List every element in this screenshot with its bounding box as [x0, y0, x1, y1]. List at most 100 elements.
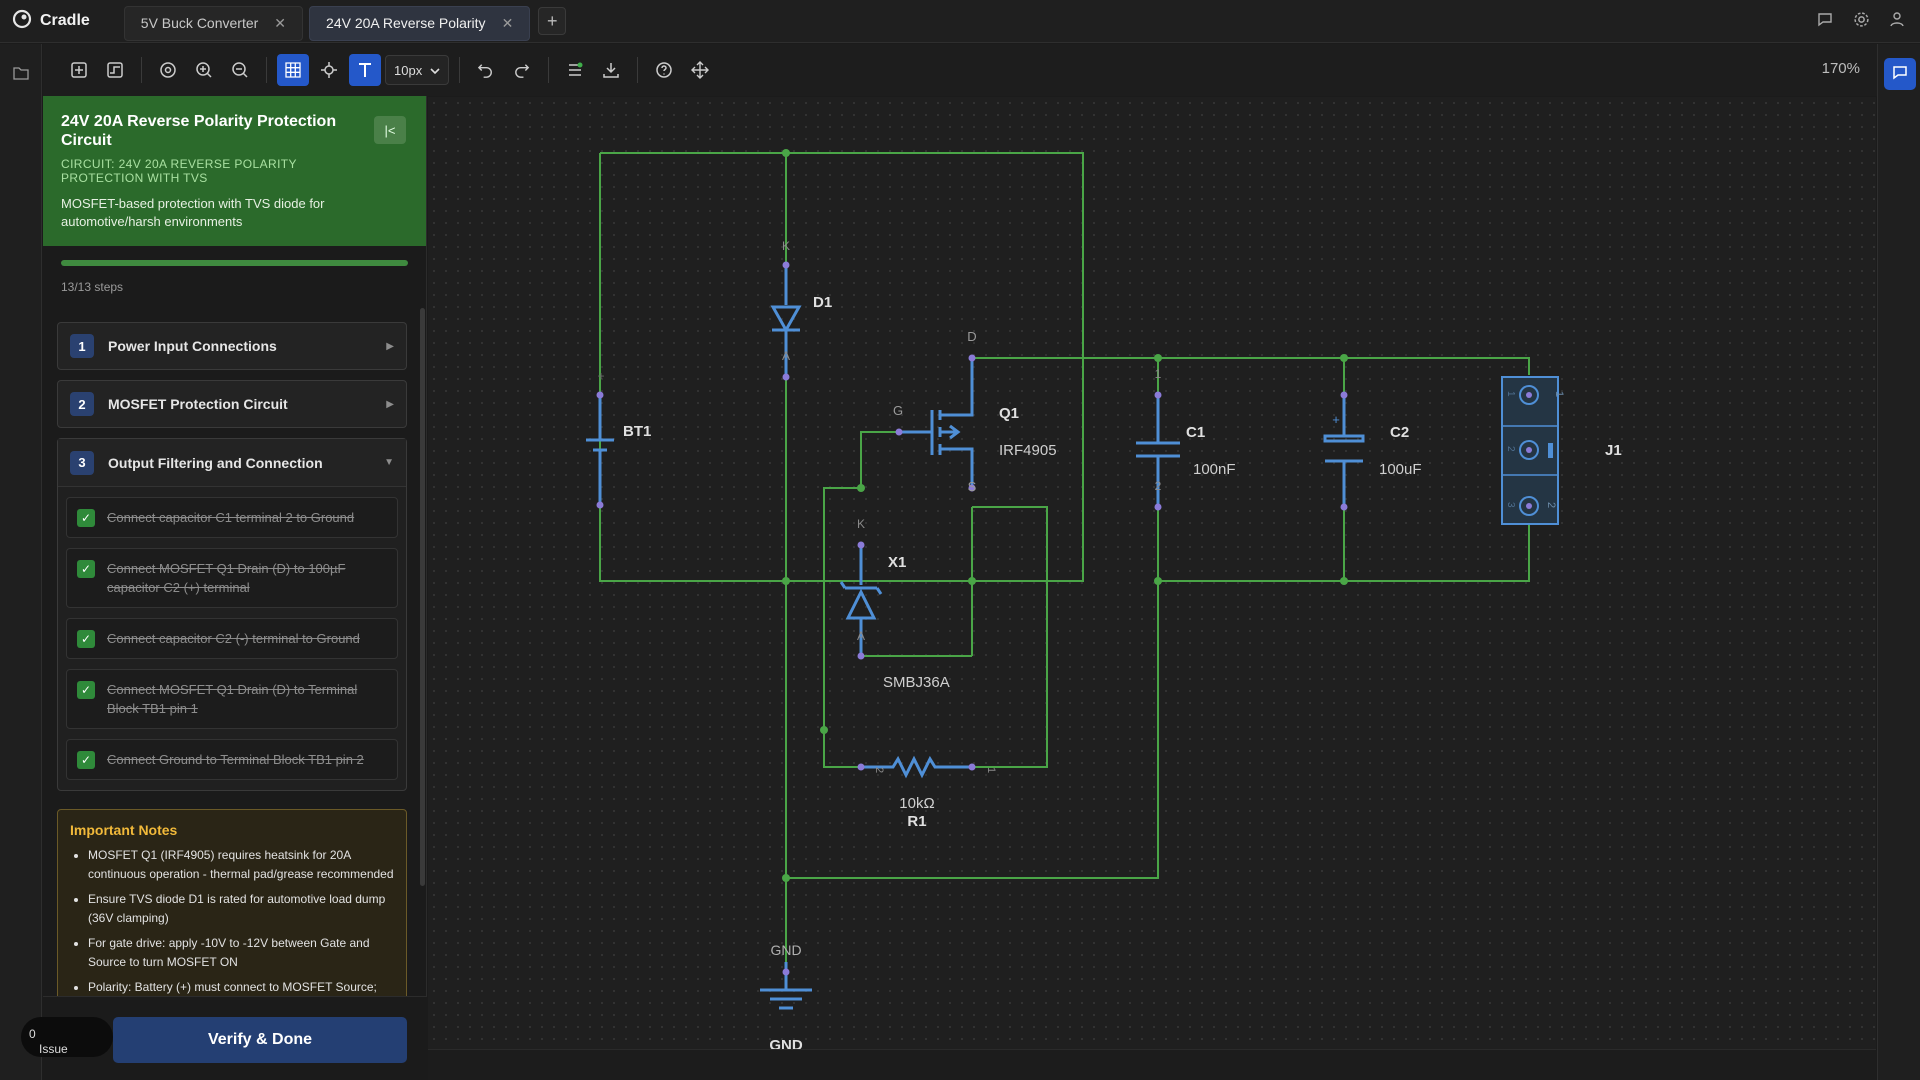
issue-count: 0	[29, 1027, 36, 1041]
wire[interactable]	[972, 506, 1048, 768]
pan-icon[interactable]	[684, 54, 716, 86]
horizontal-scrollbar[interactable]	[428, 1049, 1876, 1080]
chevron-down-icon	[430, 63, 440, 78]
wire[interactable]	[599, 153, 786, 582]
checkbox-checked-icon[interactable]: ✓	[77, 630, 95, 648]
pin-label: K	[782, 239, 790, 253]
capacitor-c1[interactable]	[1136, 397, 1180, 505]
checkbox-checked-icon[interactable]: ✓	[77, 560, 95, 578]
note-item: MOSFET Q1 (IRF4905) requires heatsink fo…	[88, 846, 394, 884]
junction	[782, 577, 790, 585]
app-brand[interactable]: Cradle	[0, 0, 104, 43]
pin-label: 2	[1545, 502, 1557, 508]
pin-label: 2	[873, 767, 885, 773]
task-item[interactable]: ✓Connect MOSFET Q1 Drain (D) to Terminal…	[66, 669, 398, 729]
snap-icon[interactable]	[313, 54, 345, 86]
wire[interactable]	[823, 487, 861, 768]
text-icon[interactable]	[349, 54, 381, 86]
wire[interactable]	[600, 152, 1084, 582]
chat-button[interactable]	[1884, 58, 1916, 90]
grid-size-select[interactable]: 10px	[385, 55, 450, 85]
close-tab-icon[interactable]: ✕	[501, 14, 514, 31]
resistor-r1[interactable]	[861, 755, 972, 779]
cradle-logo-icon	[12, 9, 32, 34]
pin[interactable]	[1340, 391, 1348, 399]
pin[interactable]	[782, 968, 790, 976]
add-component-icon[interactable]	[63, 54, 95, 86]
schematic-canvas[interactable]: + BT1 K A D1 G D S Q1 IRF4905	[428, 97, 1876, 1054]
progress-bar	[61, 260, 408, 266]
collapse-panel-button[interactable]: |<	[374, 116, 406, 144]
redo-icon[interactable]	[506, 54, 538, 86]
step-power-input[interactable]: 1 Power Input Connections ▶	[57, 322, 407, 370]
wire[interactable]	[972, 357, 1530, 375]
user-icon[interactable]	[1888, 10, 1906, 28]
pin[interactable]	[596, 391, 604, 399]
pin[interactable]	[968, 484, 976, 492]
pin[interactable]	[895, 428, 903, 436]
tab-label: 5V Buck Converter	[140, 15, 259, 31]
bom-icon[interactable]	[559, 54, 591, 86]
checkbox-checked-icon[interactable]: ✓	[77, 509, 95, 527]
download-icon[interactable]	[595, 54, 627, 86]
close-tab-icon[interactable]: ✕	[274, 14, 287, 31]
wire[interactable]	[1158, 523, 1530, 582]
terminal-block-j1[interactable]	[1501, 376, 1559, 525]
fit-view-icon[interactable]	[152, 54, 184, 86]
task-item[interactable]: ✓Connect capacitor C2 (-) terminal to Gr…	[66, 618, 398, 659]
wire[interactable]	[860, 431, 899, 488]
step-output-filtering[interactable]: 3 Output Filtering and Connection ▼	[58, 439, 406, 487]
task-label: Connect Ground to Terminal Block TB1 pin…	[107, 752, 364, 767]
tab-24v-reverse-polarity[interactable]: 24V 20A Reverse Polarity ✕	[309, 5, 531, 41]
task-item[interactable]: ✓Connect MOSFET Q1 Drain (D) to 100µF ca…	[66, 548, 398, 608]
step-mosfet-protection[interactable]: 2 MOSFET Protection Circuit ▶	[57, 380, 407, 428]
toolbar: 10px	[43, 44, 1877, 96]
task-item[interactable]: ✓Connect capacitor C1 terminal 2 to Grou…	[66, 497, 398, 538]
capacitor-c2[interactable]	[1323, 397, 1365, 505]
new-tab-button[interactable]: +	[538, 7, 567, 35]
comment-icon[interactable]	[1816, 10, 1834, 28]
panel-subtitle: CIRCUIT: 24V 20A REVERSE POLARITY PROTEC…	[61, 157, 297, 185]
panel-scrollbar[interactable]	[420, 308, 425, 886]
pin[interactable]	[1154, 503, 1162, 511]
pin[interactable]	[596, 501, 604, 509]
mosfet-q1[interactable]	[901, 360, 974, 485]
pin[interactable]	[1340, 503, 1348, 511]
help-icon[interactable]	[648, 54, 680, 86]
collapse-icon: |<	[384, 122, 396, 138]
pin[interactable]	[782, 373, 790, 381]
pin-label: +	[597, 369, 604, 383]
verify-done-button[interactable]: Verify & Done	[113, 1017, 407, 1063]
tvs-diode-x1[interactable]	[839, 545, 883, 654]
task-item[interactable]: ✓ Connect Ground to Terminal Block TB1 pi…	[66, 739, 398, 780]
step-label: Power Input Connections	[108, 338, 277, 354]
pin[interactable]	[968, 763, 976, 771]
undo-icon[interactable]	[470, 54, 502, 86]
wire[interactable]	[785, 581, 1159, 879]
pin[interactable]	[857, 652, 865, 660]
pin-label: 1	[985, 767, 997, 773]
settings-gear-icon[interactable]	[1852, 10, 1870, 28]
pin[interactable]	[1154, 391, 1162, 399]
pin[interactable]	[857, 763, 865, 771]
component-ref-c2: C2	[1390, 424, 1409, 441]
diode-d1[interactable]	[770, 265, 802, 375]
issue-badge[interactable]: 0 Issue	[21, 1017, 113, 1057]
folder-icon[interactable]	[13, 66, 29, 85]
junction	[968, 577, 976, 585]
tab-5v-buck-converter[interactable]: 5V Buck Converter ✕	[123, 5, 304, 41]
wire-icon[interactable]	[99, 54, 131, 86]
ground-symbol[interactable]	[760, 962, 812, 1010]
pin[interactable]	[782, 261, 790, 269]
steps-scroll-area[interactable]: 1 Power Input Connections ▶ 2 MOSFET Pro…	[43, 306, 427, 996]
checkbox-checked-icon[interactable]: ✓	[77, 681, 95, 699]
zoom-in-icon[interactable]	[188, 54, 220, 86]
pin[interactable]	[857, 541, 865, 549]
zoom-out-icon[interactable]	[224, 54, 256, 86]
component-ref-q1: Q1	[999, 405, 1019, 422]
grid-icon[interactable]	[277, 54, 309, 86]
battery-bt1[interactable]	[586, 393, 614, 503]
note-item: For gate drive: apply -10V to -12V betwe…	[88, 934, 394, 972]
checkbox-checked-icon[interactable]: ✓	[77, 751, 95, 769]
pin[interactable]	[968, 354, 976, 362]
